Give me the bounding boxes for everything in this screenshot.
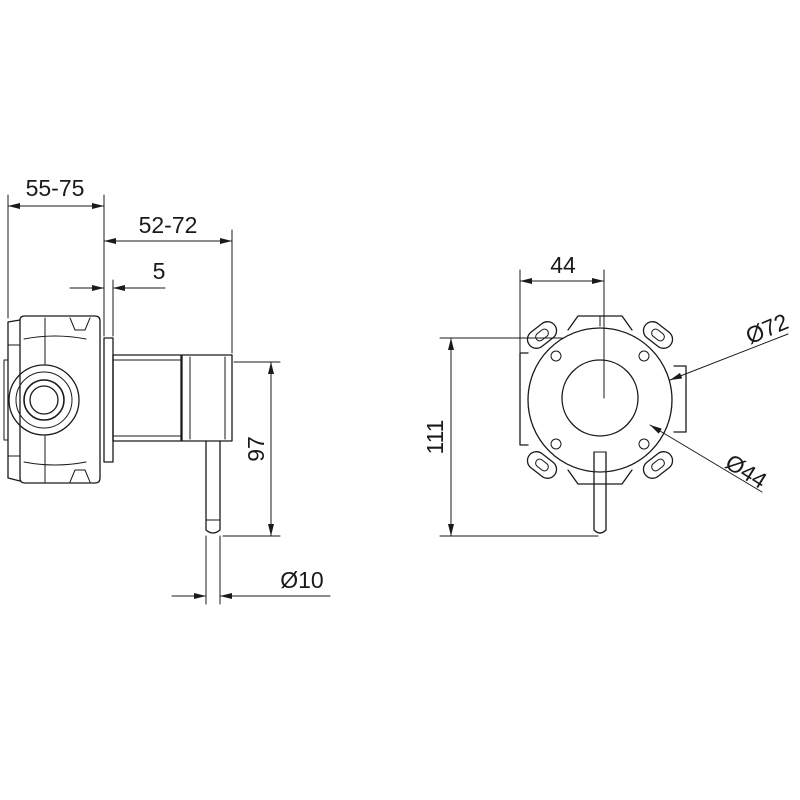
front-lever [593, 451, 607, 534]
dim-body-width-label: 44 [550, 252, 576, 278]
dim-depth-range: 55-75 [7, 175, 105, 337]
valve-sleeve [112, 354, 182, 442]
mounting-lugs [526, 321, 674, 479]
dim-overall-height: 111 [422, 337, 599, 537]
dim-plate-diameter-label: Ø72 [742, 308, 792, 349]
dim-plate-diameter: Ø72 [669, 308, 792, 381]
dim-lever-length: 97 [222, 361, 281, 537]
dim-cap-diameter-label: Ø44 [721, 449, 772, 494]
dim-lever-diameter: Ø10 [171, 535, 331, 605]
dim-projection-range-label: 52-72 [139, 212, 198, 238]
wall-box-body [3, 315, 101, 484]
dim-lever-length-label: 97 [243, 436, 269, 462]
dim-lever-diameter-label: Ø10 [280, 567, 323, 593]
screw-holes [550, 350, 650, 450]
front-cover-plate [527, 327, 673, 473]
rear-housing [519, 315, 687, 485]
dim-depth-range-label: 55-75 [26, 175, 85, 201]
dim-projection-range: 52-72 [103, 212, 233, 354]
front-view: 44 111 Ø72 Ø44 [422, 252, 792, 537]
inlet-port [8, 364, 80, 436]
handle-cap [181, 354, 233, 442]
dim-overall-height-label: 111 [422, 420, 448, 455]
front-handle-cap [561, 359, 639, 437]
dim-plate-thickness: 5 [69, 258, 166, 337]
lever [205, 440, 221, 534]
cover-plate [103, 337, 114, 463]
side-view: 55-75 52-72 5 97 Ø10 [3, 175, 331, 605]
dim-body-width: 44 [519, 252, 605, 399]
dim-plate-thickness-label: 5 [153, 258, 166, 284]
dim-cap-diameter: Ø44 [649, 424, 772, 494]
